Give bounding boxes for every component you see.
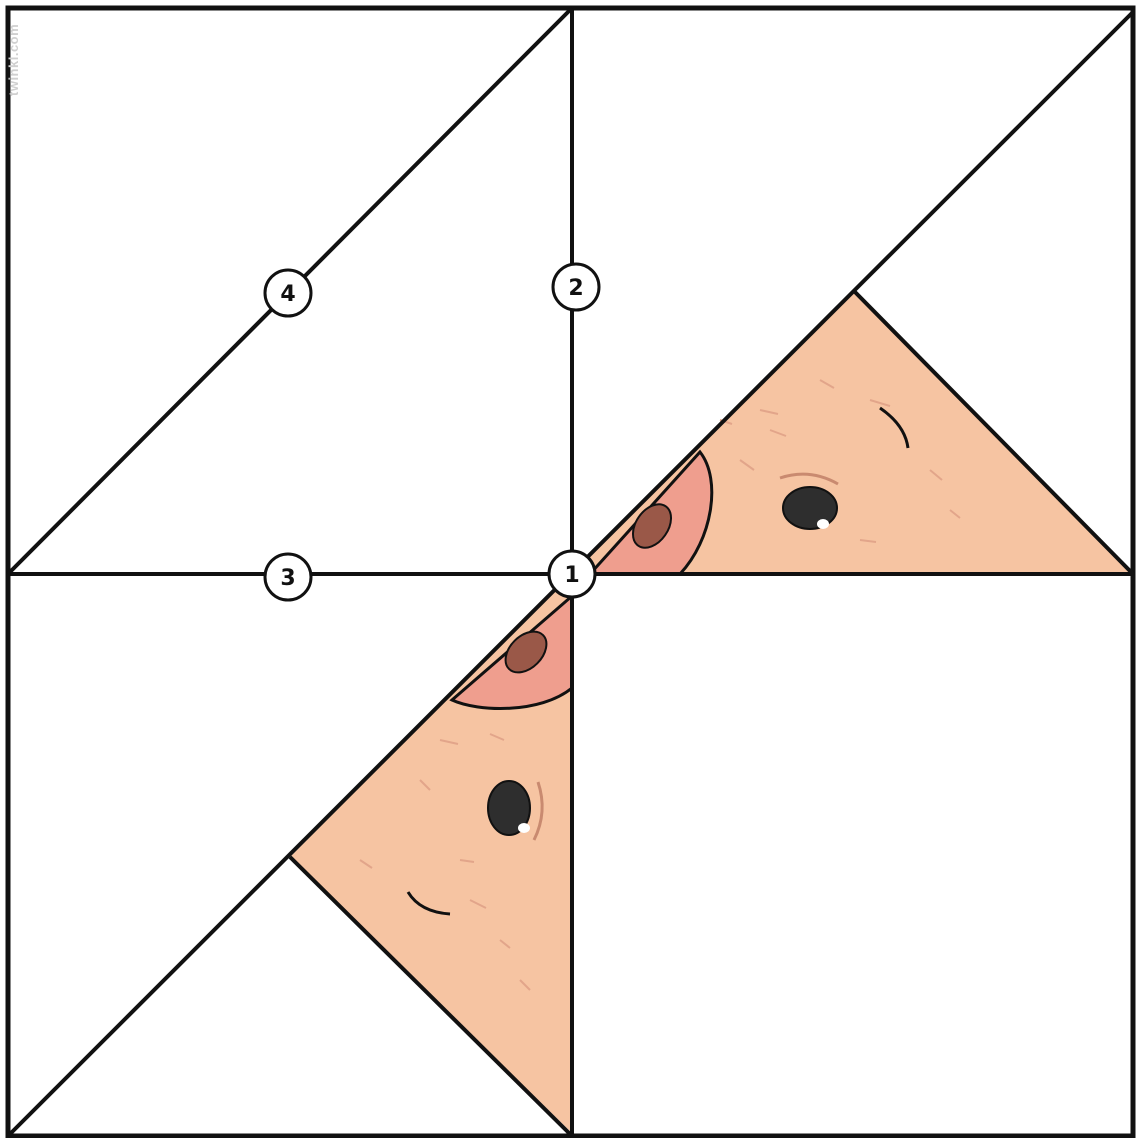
svg-text:2: 2 xyxy=(568,276,583,301)
svg-text:3: 3 xyxy=(280,566,295,591)
fold-marker-1: 1 xyxy=(547,549,597,599)
pig-face-upper xyxy=(572,292,1133,576)
nostril-upper xyxy=(631,503,673,549)
eye-highlight-upper xyxy=(817,519,829,529)
fold-line-lower-left-edge xyxy=(288,855,574,1138)
eye-upper xyxy=(782,486,838,530)
fold-marker-3: 3 xyxy=(263,552,313,602)
watermark: twinkl.com xyxy=(6,23,21,96)
nostril-lower xyxy=(504,630,548,674)
svg-text:4: 4 xyxy=(280,282,295,307)
fold-line-upper-right-edge xyxy=(853,290,1135,576)
pig-face-lower xyxy=(290,574,574,1133)
svg-text:1: 1 xyxy=(564,563,579,588)
eye-lower xyxy=(487,780,531,836)
eye-highlight-lower xyxy=(518,823,530,833)
fold-marker-2: 2 xyxy=(551,262,601,312)
fold-marker-4: 4 xyxy=(263,268,313,318)
